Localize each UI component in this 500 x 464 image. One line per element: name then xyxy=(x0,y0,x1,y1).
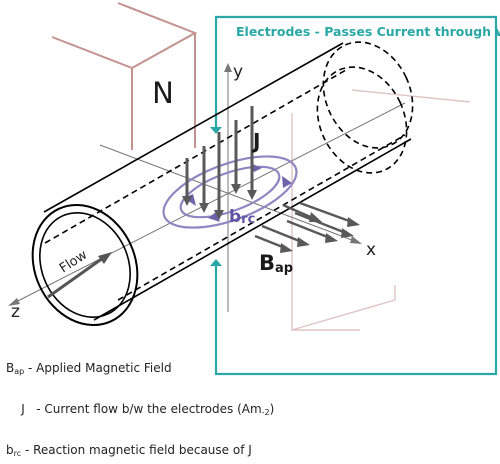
brc-label: brc xyxy=(229,207,255,227)
electrodes-label: Electrodes - Passes Current through wate… xyxy=(236,24,500,39)
legend-description: - Applied Magnetic Field xyxy=(24,361,172,375)
brc-subscript: rc xyxy=(241,212,255,227)
j-label: J xyxy=(251,129,260,153)
legend-symbol: B xyxy=(6,361,15,375)
electrode-bottom-tip xyxy=(210,259,222,266)
legend: Bap - Applied Magnetic Field J - Current… xyxy=(6,359,274,464)
field-arrowhead-right xyxy=(282,176,292,188)
y-axis-label: y xyxy=(233,62,243,82)
legend-close-paren: ) xyxy=(269,402,275,416)
current-arrowheads xyxy=(182,184,257,220)
z-axis-label: z xyxy=(11,302,20,322)
bap-subscript: ap xyxy=(275,261,293,276)
axes xyxy=(9,65,406,312)
bap-label: Bap xyxy=(259,251,293,276)
legend-description: - Current flow b/w the electrodes (Am xyxy=(24,402,262,416)
current-arrows xyxy=(185,106,254,212)
x-axis-label: x xyxy=(366,240,376,260)
brc-symbol: b xyxy=(229,207,241,227)
legend-unit-exponent: -2 xyxy=(261,408,270,417)
legend-item-j: J - Current flow b/w the electrodes (Am-… xyxy=(6,382,274,442)
pipe xyxy=(31,41,414,327)
magnet-top xyxy=(51,2,198,150)
x-axis-arrowhead xyxy=(350,236,362,244)
legend-item-bap: Bap - Applied Magnetic Field xyxy=(6,359,274,382)
legend-symbol: J xyxy=(21,402,25,416)
legend-symbol: b xyxy=(6,443,14,457)
legend-description: - Reaction magnetic field because of J xyxy=(21,443,252,457)
legend-subscript: rc xyxy=(13,449,22,458)
y-axis-arrowhead xyxy=(224,63,232,72)
magnet-pole-label: N xyxy=(152,76,174,110)
applied-field-arrowheads xyxy=(280,212,360,253)
applied-field-arrows xyxy=(254,201,353,250)
bap-symbol: B xyxy=(259,251,275,275)
mhd-diagram: N Electrodes - Passes Current through wa… xyxy=(8,2,500,376)
electrode-top-tip xyxy=(210,127,222,134)
electrode-outline xyxy=(214,15,498,376)
flow-arrow xyxy=(47,252,112,299)
legend-item-brc: brc - Reaction magnetic field because of… xyxy=(6,441,274,464)
legend-subscript: ap xyxy=(14,367,25,376)
z-axis-arrowhead xyxy=(8,298,20,306)
